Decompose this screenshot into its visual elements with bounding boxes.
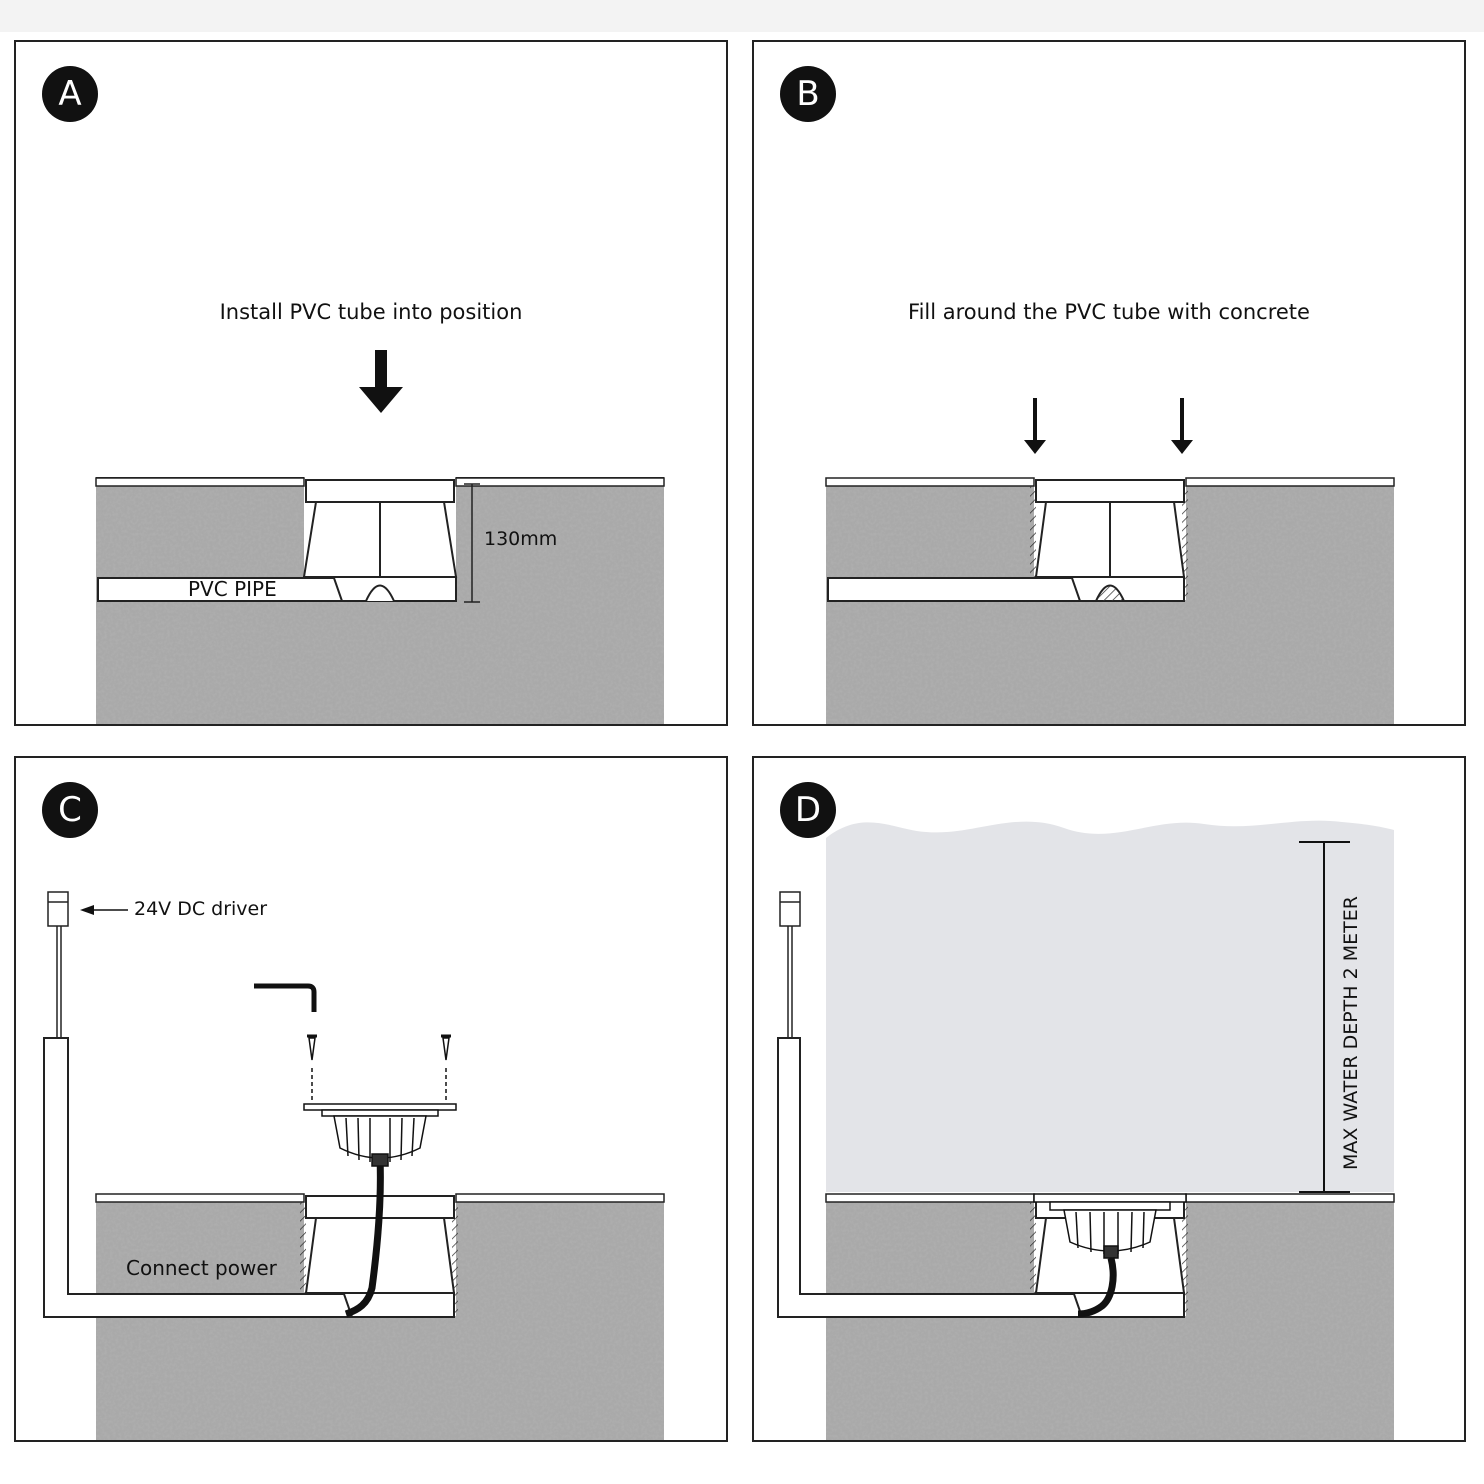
pvc-pipe (97, 577, 344, 602)
conduit-pipe (43, 1037, 354, 1318)
panel-d: D MAX WATER DEPTH 2 METER (752, 756, 1466, 1442)
dimension-line (464, 483, 480, 603)
panel-a-drawing (95, 350, 665, 724)
top-strip (0, 0, 1484, 32)
driver-box-icon (47, 891, 69, 927)
step-badge-b: B (780, 66, 836, 122)
installed-light-fixture (1033, 1193, 1187, 1318)
depth-dimension-line (1299, 841, 1350, 1193)
dimension-label: 130mm (484, 528, 558, 550)
panel-b: B Fill around the PVC tube with concrete (752, 40, 1466, 726)
pvc-pipe-label: PVC PIPE (188, 577, 277, 601)
concrete-ground (96, 484, 664, 724)
conduit-pipe (777, 1037, 1084, 1318)
pvc-pipe (827, 577, 1082, 602)
panel-d-drawing (777, 820, 1395, 1440)
connect-power-label: Connect power (126, 1256, 277, 1280)
arrow-left-icon (80, 905, 128, 915)
concrete-ground (826, 1200, 1394, 1440)
panel-a: A Install PVC tube into position PVC PIP… (14, 40, 728, 726)
pvc-tube (1034, 479, 1186, 602)
power-cable (56, 926, 384, 1318)
down-arrow-icon (359, 350, 403, 413)
panel-b-drawing (825, 398, 1395, 724)
concrete-fill (1030, 486, 1188, 600)
concrete-ground (826, 484, 1394, 724)
light-fixture-icon (303, 1103, 457, 1167)
screw-icon (307, 1034, 451, 1102)
caption-a: Install PVC tube into position (219, 300, 523, 324)
panel-c: C 24V DC driver Connect power (14, 756, 728, 1442)
down-arrow-icon (1024, 398, 1193, 454)
driver-box-icon (779, 891, 801, 1038)
step-badge-c: C (42, 782, 98, 838)
step-badge-a: A (42, 66, 98, 122)
hex-key-icon (254, 983, 317, 1012)
caption-b: Fill around the PVC tube with concrete (908, 300, 1310, 324)
step-badge-d: D (780, 782, 836, 838)
concrete-ground (96, 1200, 664, 1440)
max-depth-label: MAX WATER DEPTH 2 METER (1340, 896, 1362, 1170)
panel-c-drawing (43, 891, 665, 1440)
driver-label: 24V DC driver (134, 898, 268, 920)
water-body (826, 820, 1394, 1192)
